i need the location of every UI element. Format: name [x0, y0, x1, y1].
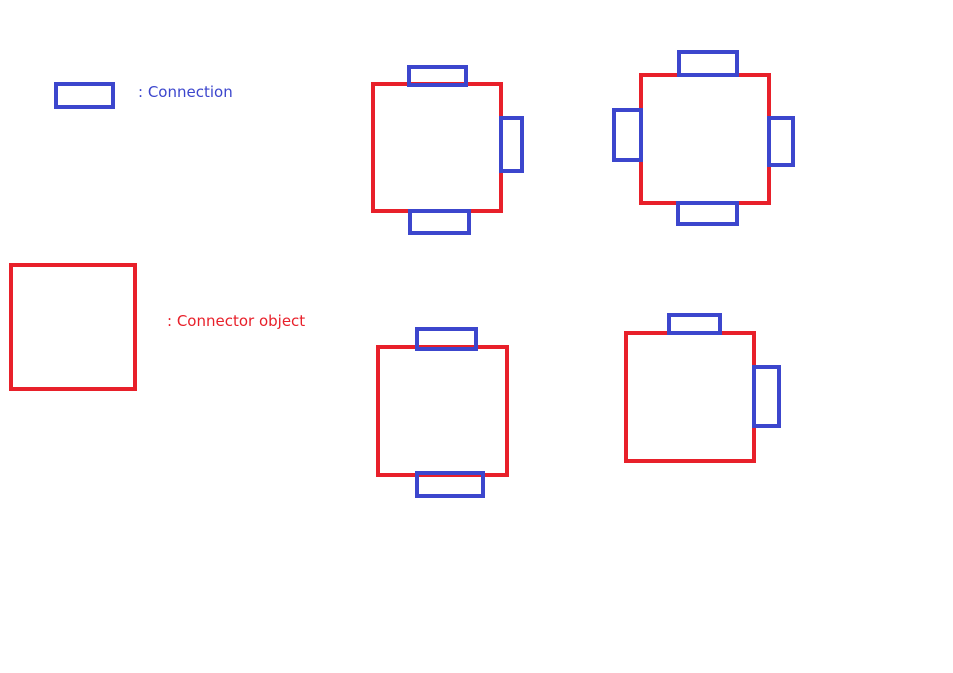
legend-connection-label: : Connection	[138, 83, 233, 101]
connector-with-top-bottom-connections	[376, 327, 509, 498]
connection-right	[499, 116, 524, 173]
connector-object	[624, 331, 756, 463]
connection-bottom	[415, 471, 485, 498]
connection-top	[677, 50, 739, 77]
connection-bottom	[408, 209, 471, 235]
connection-top	[415, 327, 478, 351]
connector-object	[376, 345, 509, 477]
legend-connector-label: : Connector object	[167, 312, 305, 330]
connector-with-three-connections	[371, 65, 524, 235]
connector-object	[371, 82, 503, 213]
legend-connection-symbol	[54, 82, 115, 109]
connection-bottom	[676, 201, 739, 226]
connector-object	[639, 73, 771, 205]
connector-with-four-connections	[612, 50, 795, 226]
connection-top	[667, 313, 722, 335]
connector-with-top-right-connections	[624, 313, 781, 463]
connection-top	[407, 65, 468, 87]
connection-left	[612, 108, 643, 162]
legend-connector-symbol	[9, 263, 137, 391]
connection-right	[752, 365, 781, 428]
legend: : Connection : Connector object	[9, 82, 305, 391]
connection-right	[767, 116, 795, 167]
